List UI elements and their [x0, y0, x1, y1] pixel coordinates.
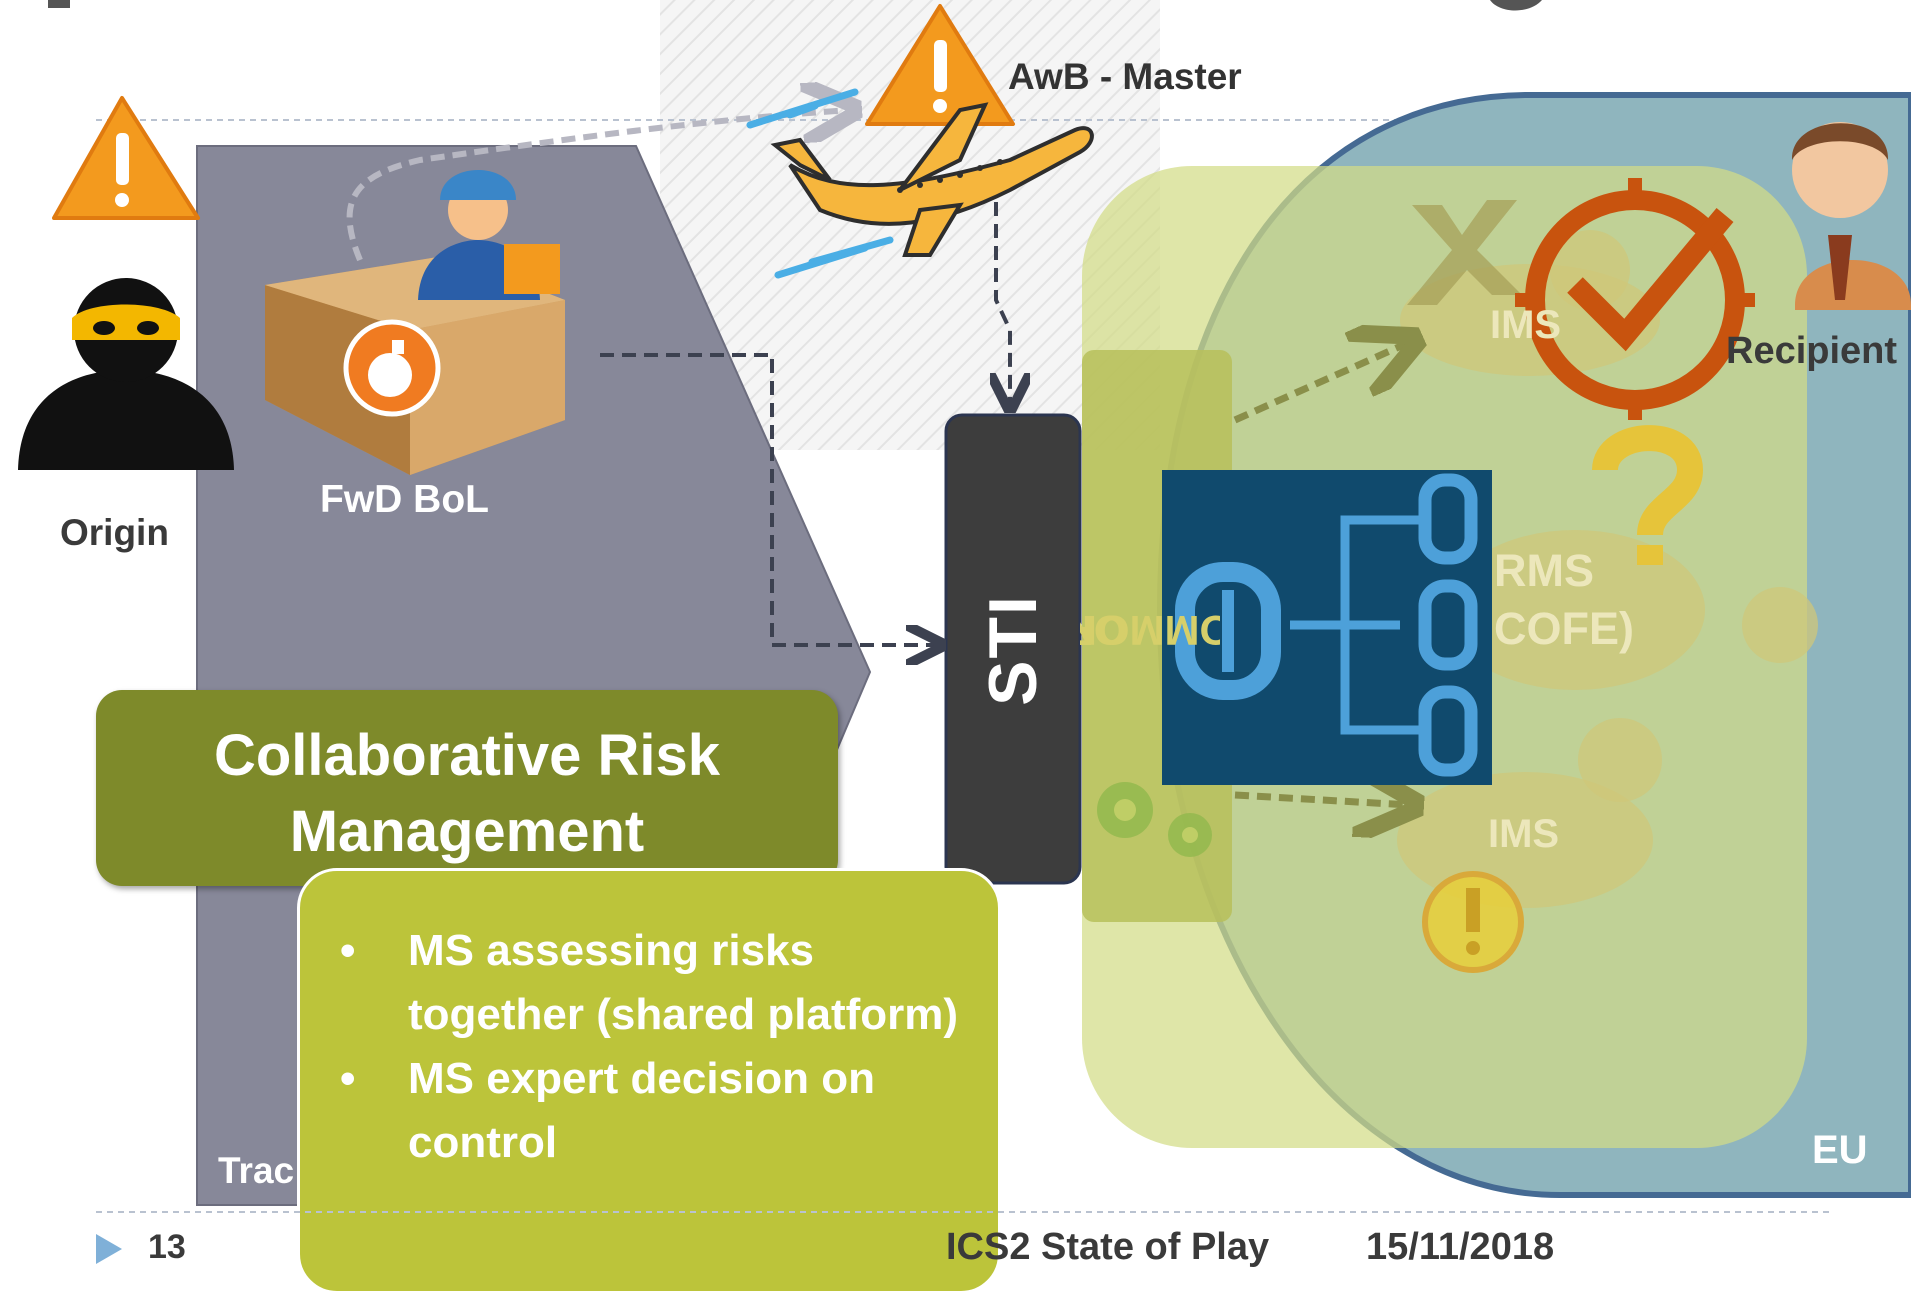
- eu-label: EU: [1812, 1128, 1868, 1172]
- ims-bottom-label: IMS: [1488, 812, 1560, 856]
- fwd-bol-label: FwD BoL: [320, 478, 489, 521]
- trader-label-partial: Trac: [218, 1150, 295, 1191]
- alert-circle-icon: [1422, 871, 1524, 973]
- cut-off-title: [48, 0, 1542, 11]
- package-icon: [265, 255, 565, 475]
- repository-icon: [1162, 470, 1492, 785]
- collaborative-risk-title: Collaborative Risk Management: [213, 723, 721, 864]
- rms-label-line2: COFE): [1494, 603, 1634, 654]
- sti-label-text: STI: [974, 594, 1051, 706]
- bullet-item: MS expert decision on control: [336, 1047, 976, 1175]
- thief-icon: [18, 278, 234, 470]
- gears-icon: [1097, 782, 1212, 857]
- collaborative-risk-box: Collaborative Risk Management: [96, 690, 838, 886]
- common-repository-label: COMMON ORY: [1080, 350, 1220, 910]
- clock-icon: [1515, 178, 1755, 420]
- flow-arrows: [346, 110, 1410, 805]
- rms-label: RMS COFE): [1494, 542, 1634, 658]
- footer-date: 15/11/2018: [1366, 1226, 1555, 1268]
- footer-presentation: ICS2 State of Play: [946, 1226, 1270, 1268]
- rms-label-line1: RMS: [1494, 545, 1594, 596]
- origin-label: Origin: [60, 512, 169, 553]
- recipient-label: Recipient: [1726, 330, 1898, 372]
- question-icon: [1592, 425, 1704, 565]
- worker-icon: [418, 170, 560, 300]
- bullet-list: MS assessing risks together (shared plat…: [336, 919, 976, 1175]
- warning-icon-left: [52, 96, 200, 220]
- ims-top-label: IMS: [1490, 303, 1562, 347]
- awb-label: AwB - Master: [1008, 56, 1242, 97]
- sti-label: STI: [946, 418, 1080, 882]
- page-number: 13: [148, 1228, 186, 1266]
- sti-bar: [944, 413, 1082, 885]
- common-label-line2: ORY: [1080, 607, 1127, 654]
- airplane-icon: [746, 88, 1094, 279]
- warning-icon-top: [865, 4, 1015, 126]
- recipient-avatar: [1791, 122, 1911, 310]
- bullet-item: MS assessing risks together (shared plat…: [336, 919, 976, 1047]
- bullet-box: MS assessing risks together (shared plat…: [297, 868, 1001, 1294]
